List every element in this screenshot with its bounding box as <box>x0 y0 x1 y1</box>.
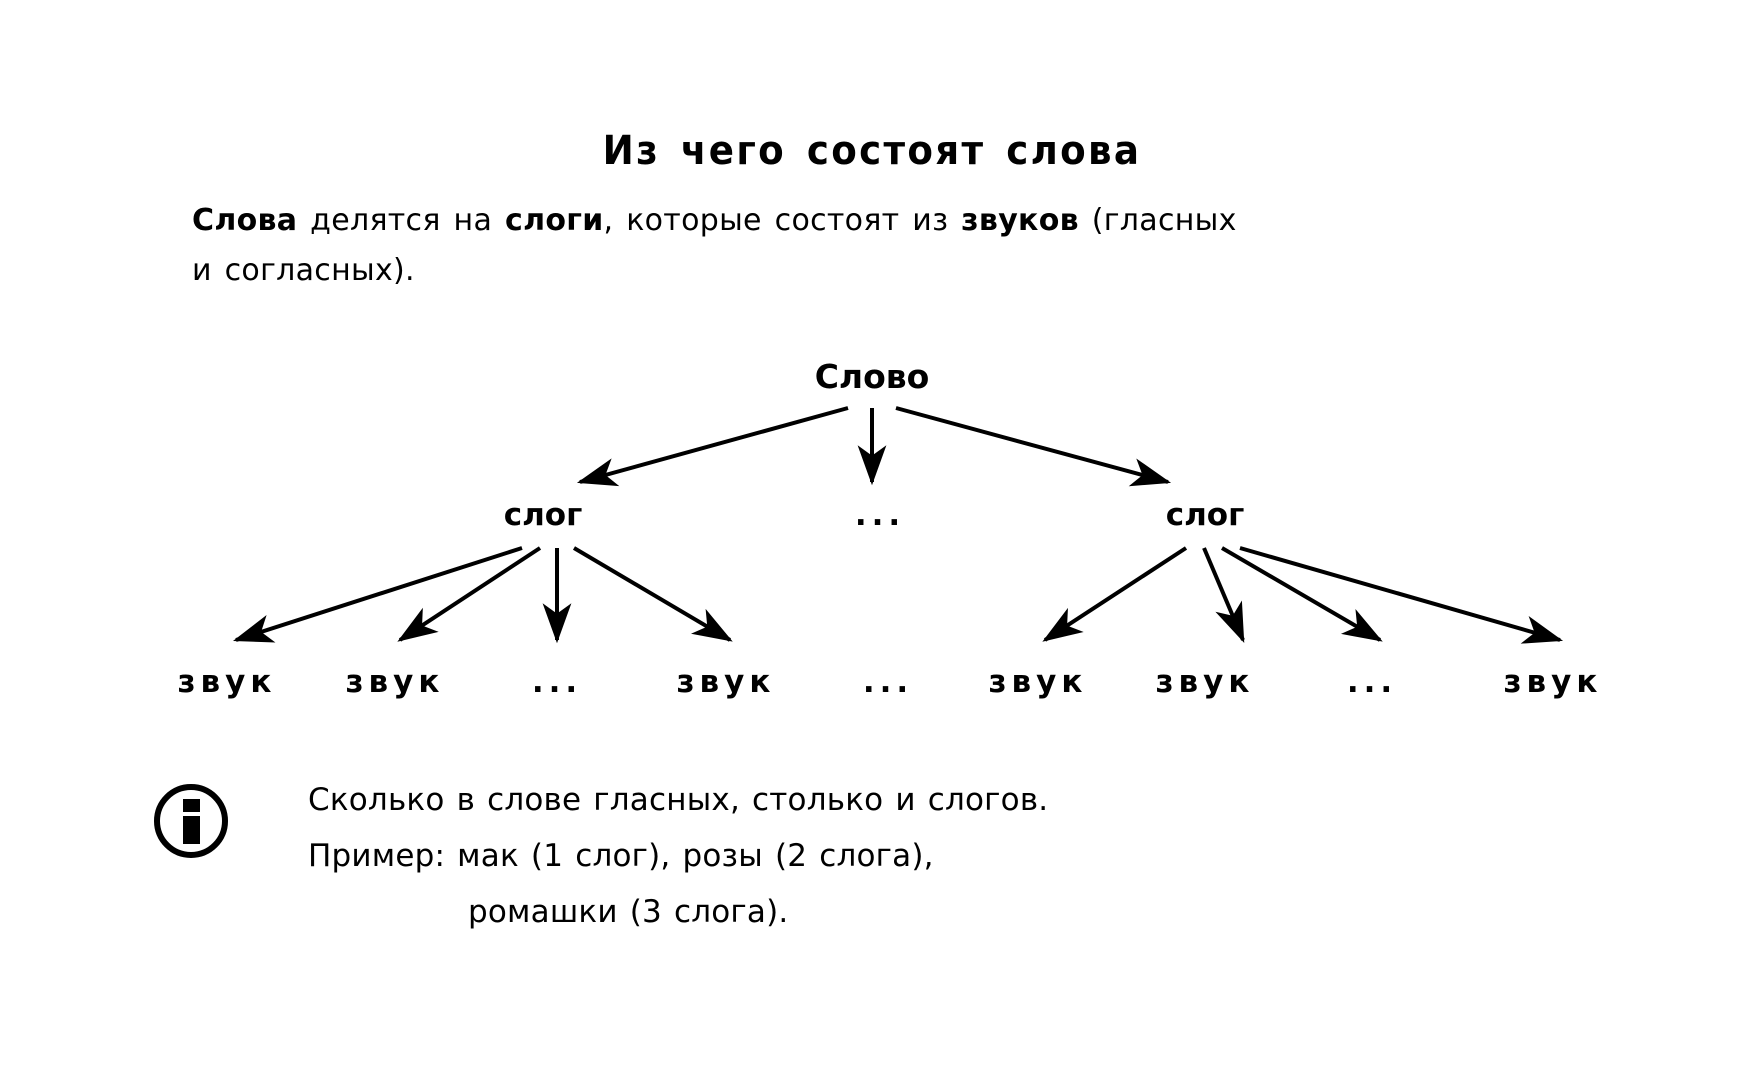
diagram-leaf-ellipsis-left: ... <box>532 664 582 700</box>
note-line-3: ромашки (3 слога). <box>468 894 789 930</box>
diagram-node-slog-left: слог <box>504 497 583 533</box>
page-title: Из чего состоят слова <box>602 128 1142 174</box>
intro-bold-zvukov: звуков <box>961 203 1079 238</box>
note-line-2: Пример: мак (1 слог), розы (2 слога), <box>308 838 934 874</box>
diagram-edges-root <box>576 406 1172 487</box>
diagram-edges-left-slog <box>232 546 733 644</box>
intro-text-2: , которые состоят из <box>603 203 962 238</box>
diagram-leaf-ellipsis-center: ... <box>863 664 913 700</box>
note-line-1: Сколько в слове гласных, столько и слого… <box>308 782 1049 818</box>
intro-bold-slova: Слова <box>192 203 298 238</box>
diagram-leaf-ellipsis-right: ... <box>1347 664 1397 700</box>
intro-text-1: делятся на <box>297 203 505 238</box>
diagram-leaf-zvuk-3: звук <box>677 664 776 700</box>
diagram-leaf-zvuk-4: звук <box>989 664 1088 700</box>
diagram-edges-right-slog <box>1042 546 1564 644</box>
diagram-leaf-zvuk-1: звук <box>178 664 277 700</box>
diagram-node-root: Слово <box>815 357 930 396</box>
intro-text-3: (гласных <box>1078 203 1237 238</box>
diagram-leaf-zvuk-6: звук <box>1504 664 1603 700</box>
diagram-leaf-zvuk-5: звук <box>1156 664 1255 700</box>
note-text: Сколько в слове гласных, столько и слого… <box>308 772 1448 940</box>
info-icon <box>150 780 232 862</box>
intro-bold-slogi: слоги <box>504 203 604 238</box>
diagram-leaf-zvuk-2: звук <box>346 664 445 700</box>
diagram-node-ellipsis-mid: ... <box>855 497 905 533</box>
word-structure-diagram: Слово слог ... слог <box>0 300 1744 700</box>
intro-line-2: и согласных). <box>192 253 415 288</box>
diagram-node-slog-right: слог <box>1166 497 1245 533</box>
intro-paragraph: Слова делятся на слоги, которые состоят … <box>136 196 1406 296</box>
